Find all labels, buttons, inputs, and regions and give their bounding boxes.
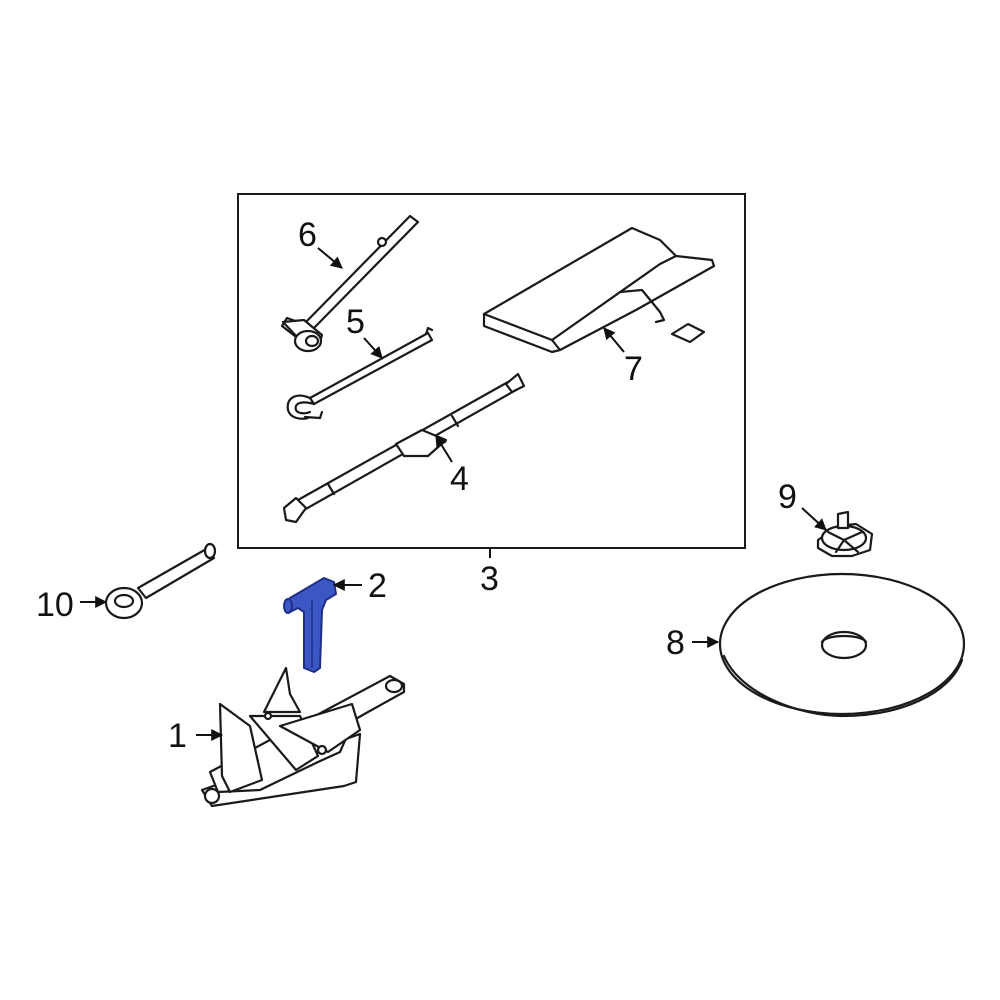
tool-kit-box [237, 193, 746, 549]
scissor-jack-part[interactable] [200, 666, 406, 808]
callout-1: 1 [168, 717, 187, 755]
callout-5: 5 [346, 303, 365, 341]
callout-4-leader [435, 434, 453, 463]
lug-wrench-part[interactable] [280, 214, 420, 353]
callout-9: 9 [778, 478, 797, 516]
strap-part[interactable] [282, 372, 526, 524]
callout-2: 2 [368, 567, 387, 605]
jack-handle-part-highlighted[interactable] [283, 577, 337, 673]
callout-5-leader [363, 337, 383, 359]
callout-6-leader [317, 247, 343, 269]
jack-handle-rod-part[interactable] [286, 326, 434, 420]
callout-3: 3 [480, 560, 499, 598]
callout-7: 7 [624, 350, 643, 388]
callout-4: 4 [450, 460, 469, 498]
tow-hook-part[interactable] [104, 542, 217, 620]
hold-down-bolt-part[interactable] [816, 510, 874, 558]
callout-7-leader [603, 327, 625, 353]
callout-10: 10 [36, 586, 74, 624]
callout-9-leader [801, 507, 827, 531]
tool-bag-part[interactable] [482, 226, 716, 354]
callout-8: 8 [666, 624, 685, 662]
spare-tire-cover-part[interactable] [718, 572, 966, 718]
callout-6: 6 [298, 216, 317, 254]
